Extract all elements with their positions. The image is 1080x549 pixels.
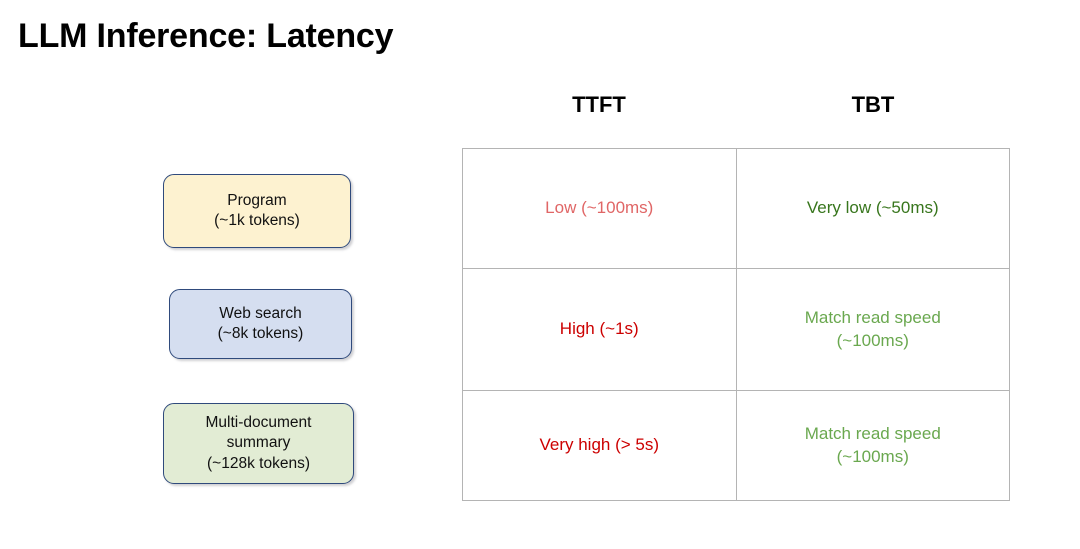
- table-row: Low (~100ms) Very low (~50ms): [462, 148, 1010, 269]
- category-box-web-search: Web search(~8k tokens): [169, 289, 352, 359]
- table-row: Very high (> 5s) Match read speed(~100ms…: [462, 390, 1010, 501]
- latency-matrix-table: Low (~100ms) Very low (~50ms) High (~1s)…: [462, 148, 1010, 501]
- cell-tbt: Match read speed(~100ms): [735, 268, 1010, 391]
- column-header-ttft: TTFT: [572, 92, 626, 117]
- table-row: High (~1s) Match read speed(~100ms): [462, 268, 1010, 391]
- cell-ttft: High (~1s): [462, 268, 737, 391]
- cell-tbt: Very low (~50ms): [735, 148, 1010, 269]
- column-header-tbt: TBT: [851, 92, 895, 117]
- cell-ttft: Low (~100ms): [462, 148, 737, 269]
- page-title: LLM Inference: Latency: [18, 17, 394, 55]
- cell-ttft: Very high (> 5s): [462, 390, 737, 501]
- category-box-label: Program(~1k tokens): [214, 191, 300, 229]
- cell-tbt: Match read speed(~100ms): [735, 390, 1010, 501]
- category-box-label: Web search(~8k tokens): [217, 304, 304, 342]
- category-box-program: Program(~1k tokens): [163, 174, 351, 248]
